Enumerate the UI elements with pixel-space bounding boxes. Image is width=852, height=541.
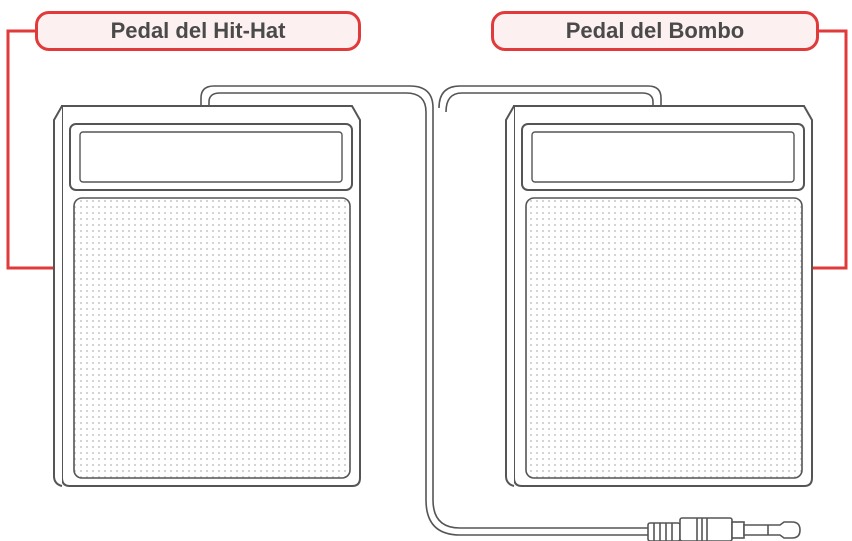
pedal-hihat: [53, 105, 361, 487]
pedal-hihat-top-inner: [79, 131, 343, 183]
jack-plug: [647, 517, 801, 541]
pedal-kick-pad: [525, 197, 803, 479]
label-hihat-pedal: Pedal del Hit-Hat: [35, 11, 361, 51]
pedal-hihat-pad: [73, 197, 351, 479]
pedal-kick: [505, 105, 813, 487]
label-kick-text: Pedal del Bombo: [565, 18, 745, 43]
label-hihat-text: Pedal del Hit-Hat: [110, 18, 286, 43]
callout-line-hihat: [6, 29, 60, 270]
callout-line-kick: [812, 29, 848, 270]
cable: [200, 85, 662, 536]
label-kick-pedal: Pedal del Bombo: [491, 11, 819, 51]
pedal-kick-side: [505, 105, 515, 487]
pedal-kick-top-inner: [531, 131, 795, 183]
pedal-hihat-side: [53, 105, 63, 487]
